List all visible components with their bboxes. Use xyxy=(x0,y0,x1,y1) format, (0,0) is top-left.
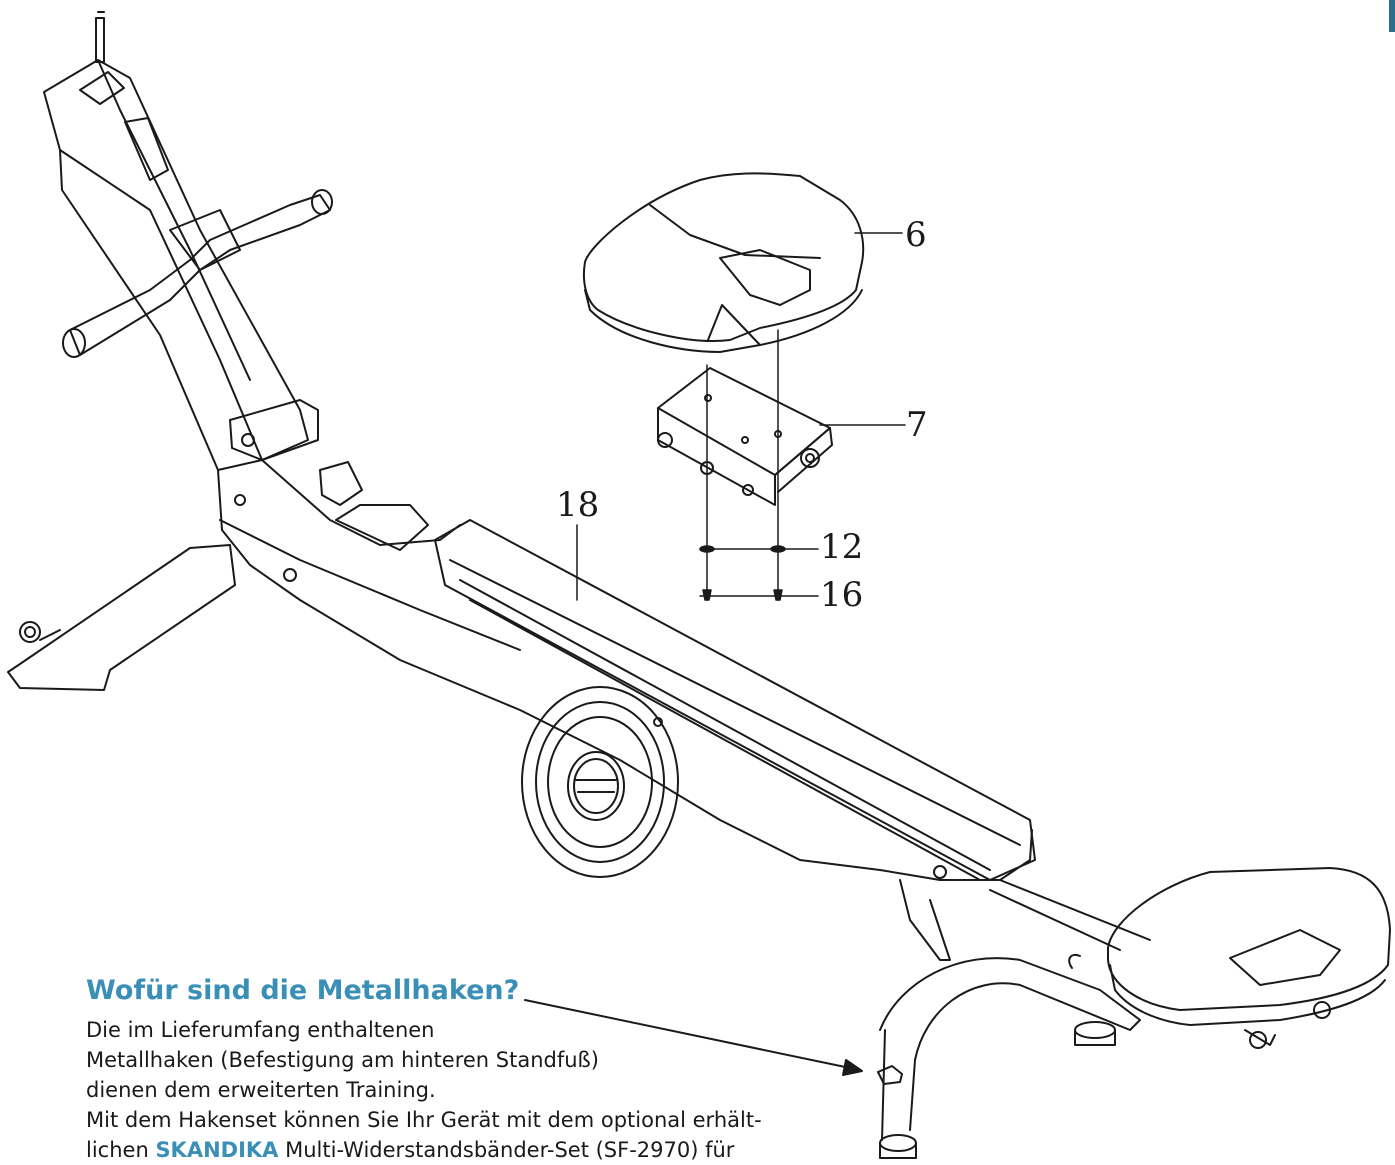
part-label-7: 7 xyxy=(906,405,928,445)
front-mast xyxy=(43,11,309,471)
corner-tab xyxy=(1389,0,1395,32)
rear-seat xyxy=(1107,867,1391,1049)
callout-arrow xyxy=(524,999,863,1076)
seat-bracket-part xyxy=(657,367,833,506)
callout-line-4: Mit dem Hakenset können Sie Ihr Gerät mi… xyxy=(86,1108,762,1132)
front-stabilizer xyxy=(7,544,236,691)
part-label-12: 12 xyxy=(820,527,864,567)
clamp-block xyxy=(229,399,363,506)
callout-line-3: dienen dem erweiterten Training. xyxy=(86,1078,436,1102)
callout-body: Die im Lieferumfang enthaltenen Metallha… xyxy=(86,1015,762,1165)
callout-line-5: lichen SKANDIKA Multi-Widerstandsbänder-… xyxy=(86,1135,762,1165)
callout-line-1: Die im Lieferumfang enthaltenen xyxy=(86,1018,435,1042)
brand-name: SKANDIKA xyxy=(155,1138,279,1162)
fastener-guides xyxy=(699,329,819,601)
main-frame xyxy=(217,459,1151,951)
part-label-18: 18 xyxy=(556,485,600,525)
seat-part xyxy=(582,172,865,353)
rear-stabilizer xyxy=(877,879,1141,1159)
callout-title: Wofür sind die Metallhaken? xyxy=(86,975,520,1006)
callout-line-5-start: lichen xyxy=(86,1138,156,1162)
part-label-16: 16 xyxy=(820,575,864,615)
part-label-6: 6 xyxy=(905,215,927,255)
leader-lines xyxy=(576,232,906,601)
handlebar xyxy=(62,189,333,358)
callout-line-2: Metallhaken (Befestigung am hinteren Sta… xyxy=(86,1048,599,1072)
flywheel xyxy=(521,686,679,878)
callout-line-5-end: Multi-Widerstandsbänder-Set (SF-2970) fü… xyxy=(278,1138,735,1162)
